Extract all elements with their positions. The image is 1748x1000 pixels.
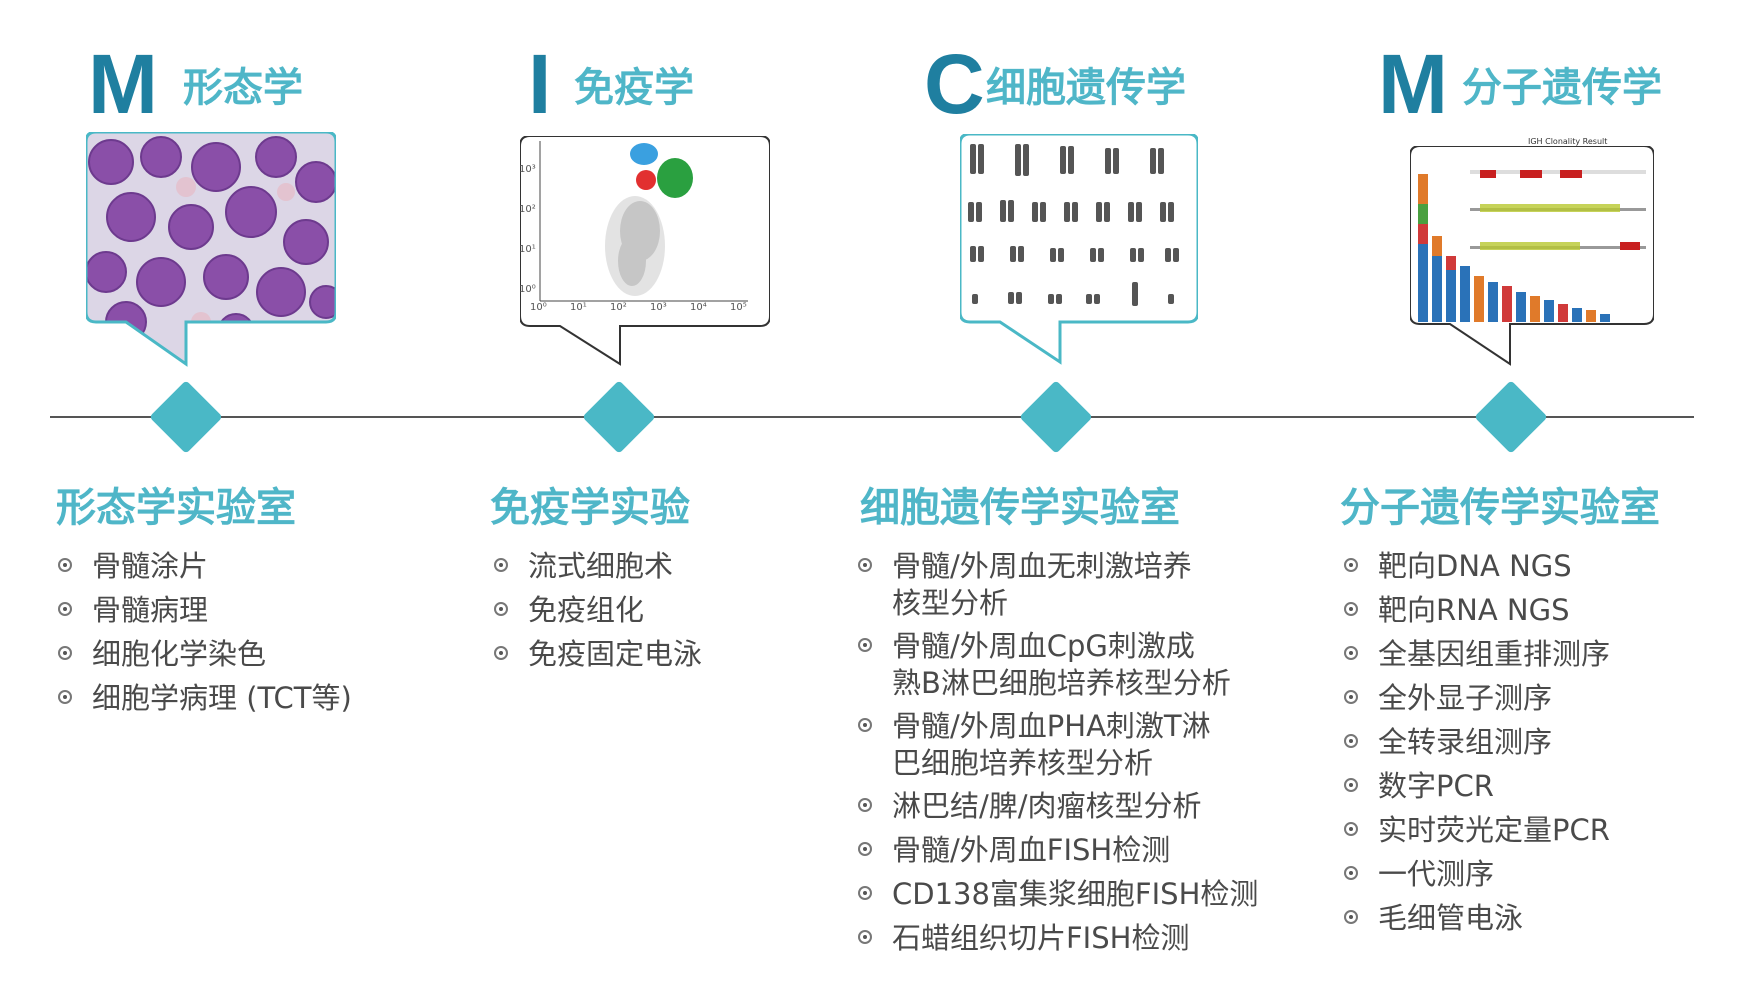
timeline-marker-molecular bbox=[1474, 380, 1548, 454]
bullet-icon bbox=[58, 690, 72, 704]
bullet-icon bbox=[58, 602, 72, 616]
cytogenetics-item-list: 骨髓/外周血无刺激培养 核型分析 骨髓/外周血CpG刺激成 熟B淋巴细胞培养核型… bbox=[858, 548, 1258, 964]
bullet-icon bbox=[58, 558, 72, 572]
list-item: 一代测序 bbox=[1344, 856, 1610, 893]
list-item: 靶向DNA NGS bbox=[1344, 548, 1610, 585]
molecular-item-list: 靶向DNA NGS 靶向RNA NGS 全基因组重排测序 全外显子测序 全转录组… bbox=[1344, 548, 1610, 944]
timeline-marker-cytogenetics bbox=[1019, 380, 1093, 454]
timeline-line bbox=[50, 416, 1694, 418]
list-item: 骨髓涂片 bbox=[58, 548, 352, 585]
list-item: 全外显子测序 bbox=[1344, 680, 1610, 717]
list-item: 细胞学病理 (TCT等) bbox=[58, 680, 352, 717]
list-item-continuation: 巴细胞培养核型分析 bbox=[892, 746, 1154, 780]
lab-title-morphology: 形态学实验室 bbox=[56, 485, 296, 531]
bullet-icon bbox=[1344, 734, 1358, 748]
list-item: 骨髓/外周血FISH检测 bbox=[858, 832, 1258, 869]
bullet-icon bbox=[58, 646, 72, 660]
list-item: 数字PCR bbox=[1344, 768, 1610, 805]
bullet-icon bbox=[494, 558, 508, 572]
bullet-icon bbox=[858, 718, 872, 732]
bullet-icon bbox=[858, 930, 872, 944]
list-item: 骨髓/外周血PHA刺激T淋 bbox=[858, 708, 1258, 745]
bullet-icon bbox=[858, 842, 872, 856]
list-item: 细胞化学染色 bbox=[58, 636, 352, 673]
subject-cytogenetics: 细胞遗传学 bbox=[986, 65, 1186, 111]
ngs-image-bubble bbox=[1410, 146, 1654, 366]
bullet-icon bbox=[858, 798, 872, 812]
morphology-item-list: 骨髓涂片 骨髓病理 细胞化学染色 细胞学病理 (TCT等) bbox=[58, 548, 352, 724]
bullet-icon bbox=[1344, 690, 1358, 704]
timeline-marker-morphology bbox=[149, 380, 223, 454]
list-item: CD138富集浆细胞FISH检测 bbox=[858, 876, 1258, 913]
list-item: 全转录组测序 bbox=[1344, 724, 1610, 761]
subject-immunology: 免疫学 bbox=[574, 65, 694, 111]
list-item: 骨髓/外周血CpG刺激成 bbox=[858, 628, 1258, 665]
bullet-icon bbox=[1344, 602, 1358, 616]
bullet-icon bbox=[494, 646, 508, 660]
flow-cytometry-image-bubble bbox=[520, 136, 770, 366]
letter-i-immunology: I bbox=[528, 37, 552, 131]
bullet-icon bbox=[1344, 866, 1358, 880]
bullet-icon bbox=[858, 638, 872, 652]
bullet-icon bbox=[1344, 558, 1358, 572]
list-item: 淋巴结/脾/肉瘤核型分析 bbox=[858, 788, 1258, 825]
bullet-icon bbox=[858, 886, 872, 900]
list-item: 免疫固定电泳 bbox=[494, 636, 702, 673]
bullet-icon bbox=[494, 602, 508, 616]
list-item: 石蜡组织切片FISH检测 bbox=[858, 920, 1258, 957]
letter-m-morphology: M bbox=[88, 37, 158, 131]
immunology-item-list: 流式细胞术 免疫组化 免疫固定电泳 bbox=[494, 548, 702, 680]
letter-c-cytogenetics: C bbox=[924, 37, 985, 131]
lab-title-molecular: 分子遗传学实验室 bbox=[1340, 485, 1660, 531]
letter-m-molecular: M bbox=[1378, 37, 1448, 131]
list-item: 免疫组化 bbox=[494, 592, 702, 629]
igh-clonality-title: IGH Clonality Result bbox=[1528, 137, 1608, 146]
list-item: 流式细胞术 bbox=[494, 548, 702, 585]
lab-title-immunology: 免疫学实验 bbox=[490, 485, 690, 531]
bullet-icon bbox=[1344, 646, 1358, 660]
lab-title-cytogenetics: 细胞遗传学实验室 bbox=[860, 485, 1180, 531]
bullet-icon bbox=[1344, 778, 1358, 792]
list-item-continuation: 核型分析 bbox=[892, 586, 1009, 620]
subject-morphology: 形态学 bbox=[183, 65, 303, 111]
list-item: 骨髓/外周血无刺激培养 bbox=[858, 548, 1258, 585]
subject-molecular: 分子遗传学 bbox=[1462, 65, 1662, 111]
list-item: 骨髓病理 bbox=[58, 592, 352, 629]
bullet-icon bbox=[1344, 910, 1358, 924]
list-item-continuation: 熟B淋巴细胞培养核型分析 bbox=[892, 666, 1231, 700]
bullet-icon bbox=[858, 558, 872, 572]
list-item: 全基因组重排测序 bbox=[1344, 636, 1610, 673]
list-item: 靶向RNA NGS bbox=[1344, 592, 1610, 629]
morphology-image-bubble bbox=[86, 132, 336, 367]
list-item: 毛细管电泳 bbox=[1344, 900, 1610, 937]
list-item: 实时荧光定量PCR bbox=[1344, 812, 1610, 849]
karyotype-image-bubble bbox=[960, 134, 1198, 365]
timeline-marker-immunology bbox=[582, 380, 656, 454]
bullet-icon bbox=[1344, 822, 1358, 836]
